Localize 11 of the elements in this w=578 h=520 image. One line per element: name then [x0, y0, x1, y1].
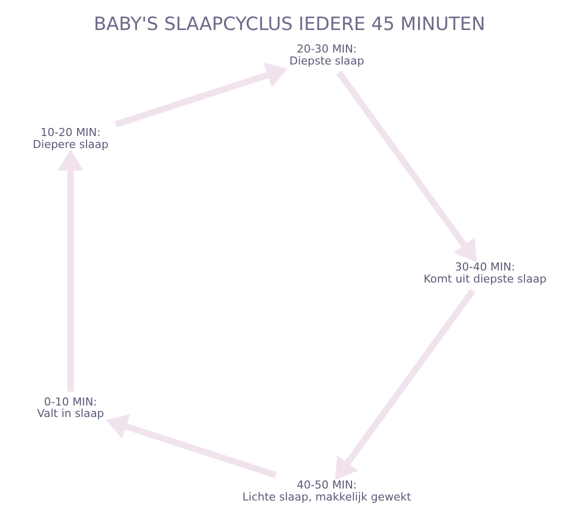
arrow [57, 149, 84, 392]
node-text: 40-50 MIN: Lichte slaap, makkelijk gewekt [242, 478, 411, 504]
arrow [334, 288, 475, 480]
node-text: 30-40 MIN: Komt uit diepste slaap [423, 260, 546, 286]
node-text: 0-10 MIN: Valt in slaap [36, 395, 104, 420]
arrow [114, 62, 288, 128]
node-text: 10-20 MIN: Diepere slaap [32, 126, 108, 151]
node-text: 20-30 MIN: Diepste slaap [288, 42, 364, 68]
arrow [105, 414, 276, 478]
arrow [336, 70, 476, 262]
diagram-title: BABY'S SLAAPCYCLUS IEDERE 45 MINUTEN [93, 14, 485, 36]
